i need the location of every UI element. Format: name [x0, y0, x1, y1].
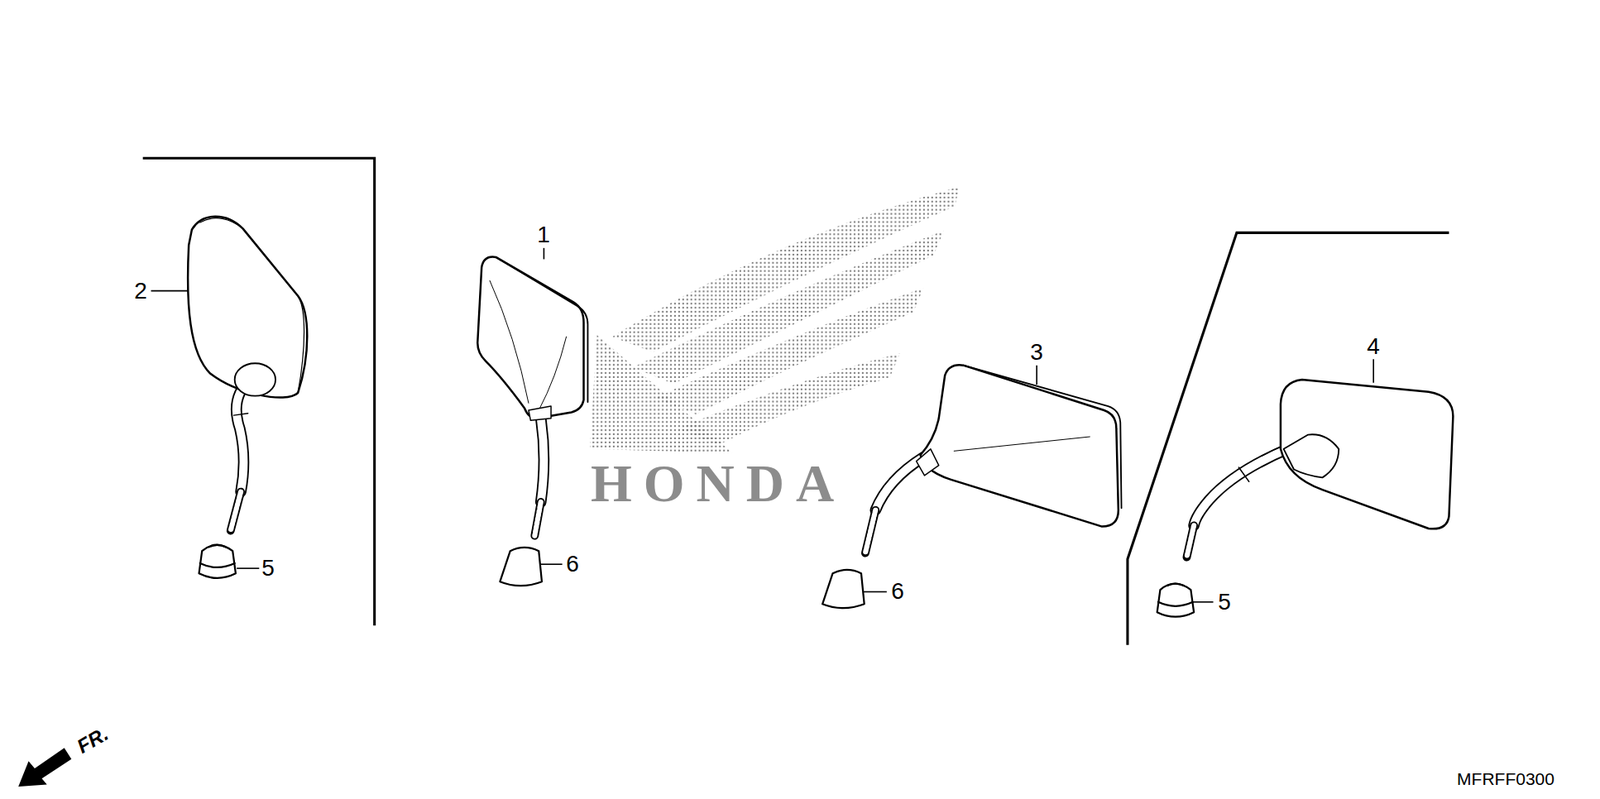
callout-number: 5: [1217, 590, 1232, 614]
callout-number: 2: [134, 279, 148, 303]
group-bracket: [143, 158, 1450, 645]
front-arrow: [18, 747, 72, 787]
callout-number: 3: [1029, 340, 1044, 365]
callout-number: 4: [1366, 335, 1380, 359]
wing-watermark: [589, 186, 959, 454]
mirror-2: [187, 216, 307, 532]
mirror-1: [477, 257, 588, 537]
mirror-3: [865, 364, 1122, 553]
mirror-4: [1186, 379, 1453, 558]
callout-number: 6: [891, 579, 905, 604]
callout-number: 6: [565, 552, 580, 576]
callout-number: 1: [536, 223, 551, 247]
watermark: HONDA: [590, 457, 846, 511]
figure-code: MFRFF0300: [1456, 770, 1555, 788]
callout-number: 5: [261, 556, 275, 580]
nuts: [199, 545, 1195, 618]
leader-lines: [151, 248, 1375, 603]
front-indicator: FR.: [73, 723, 111, 757]
